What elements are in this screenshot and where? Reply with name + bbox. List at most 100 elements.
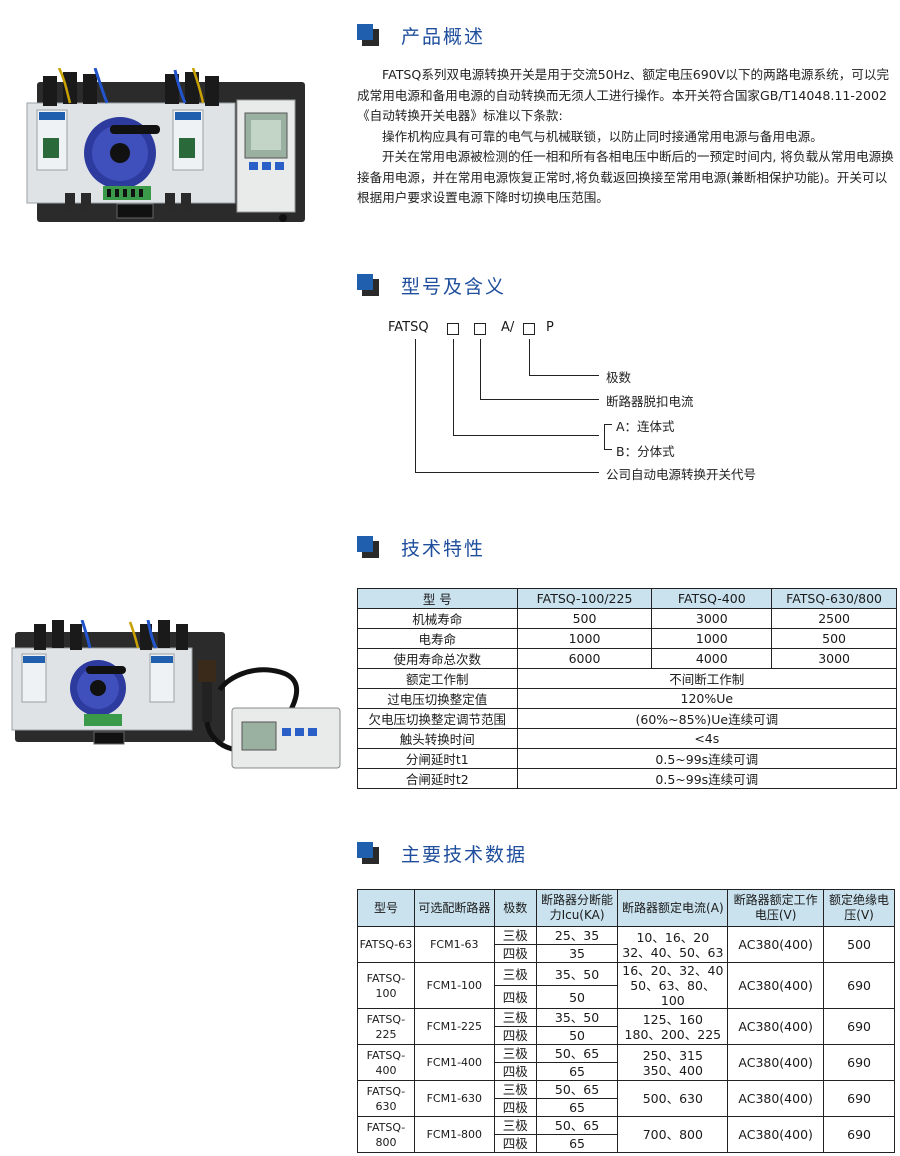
features-cell: 6000	[516, 648, 653, 669]
current-cell: 700、800	[617, 1116, 729, 1153]
data-cell: 三极	[493, 1080, 537, 1099]
placeholder-box-poles	[523, 323, 535, 335]
data-cell: 25、35	[535, 926, 619, 945]
data-header-row: 型号 可选配断路器 极数 断路器分断能力Icu(KA) 断路器额定电流(A) 断…	[357, 889, 895, 927]
connector-type-h	[453, 435, 599, 437]
data-header-cell: 极数	[493, 889, 537, 927]
square-bullet-icon	[357, 274, 379, 296]
voltage-cell: AC380(400)	[727, 1044, 825, 1081]
features-table: 型 号 FATSQ-100/225 FATSQ-400 FATSQ-630/80…	[357, 588, 898, 789]
features-cell: 电寿命	[357, 628, 518, 649]
insulation-cell: 690	[823, 1008, 895, 1045]
features-header-cell: FATSQ-630/800	[771, 588, 897, 609]
model-cell: FATSQ-225	[357, 1008, 415, 1045]
connector-poles-h	[529, 375, 599, 377]
data-cell: 三极	[493, 926, 537, 945]
current-cell: 16、20、32、40 50、63、80、100	[617, 962, 729, 1009]
model-separator: A/	[501, 320, 515, 335]
voltage-cell: AC380(400)	[727, 1080, 825, 1117]
connector-prefix-v	[415, 339, 417, 473]
model-cell: FATSQ-400	[357, 1044, 415, 1081]
product-image-integrated	[26, 68, 305, 222]
connector-prefix-h	[415, 472, 599, 474]
features-cell: 合闸延时t2	[357, 768, 518, 789]
label-type-b: B：分体式	[616, 444, 675, 459]
features-cell: 500	[771, 628, 897, 649]
data-cell: 50、65	[535, 1080, 619, 1099]
model-suffix: P	[546, 320, 554, 335]
insulation-cell: 690	[823, 1044, 895, 1081]
breaker-cell: FCM1-400	[413, 1044, 495, 1081]
features-header-row: 型 号 FATSQ-100/225 FATSQ-400 FATSQ-630/80…	[357, 588, 897, 609]
data-header-cell: 额定绝缘电压(V)	[823, 889, 895, 927]
overview-title: 产品概述	[401, 25, 486, 48]
current-cell: 500、630	[617, 1080, 729, 1117]
data-cell: 四极	[493, 944, 537, 963]
data-cell: 三极	[493, 1116, 537, 1135]
data-cell: 50、65	[535, 1116, 619, 1135]
overview-text: FATSQ系列双电源转换开关是用于交流50Hz、额定电压690V以下的两路电源系…	[357, 65, 897, 209]
features-cell: 500	[516, 608, 653, 629]
connector-poles-v	[529, 339, 531, 376]
model-prefix: FATSQ	[388, 320, 429, 335]
features-header-cell: 型 号	[357, 588, 518, 609]
placeholder-box-type	[447, 323, 459, 335]
data-header-cell: 断路器额定电流(A)	[617, 889, 729, 927]
features-cell: 3000	[651, 608, 773, 629]
features-cell: 3000	[771, 648, 897, 669]
data-cell: 四极	[493, 985, 537, 1009]
features-row: 触头转换时间 <4s	[357, 728, 898, 749]
data-cell: 四极	[493, 1062, 537, 1081]
features-cell: 4000	[651, 648, 773, 669]
label-type-a: A：连体式	[616, 419, 675, 434]
insulation-cell: 690	[823, 1080, 895, 1117]
data-cell: 四极	[493, 1098, 537, 1117]
square-bullet-icon	[357, 24, 379, 46]
voltage-cell: AC380(400)	[727, 926, 825, 963]
overview-heading: 产品概述	[357, 20, 485, 50]
features-cell: <4s	[516, 728, 898, 749]
features-row: 电寿命 1000 1000 500	[357, 628, 897, 649]
label-company-code: 公司自动电源转换开关代号	[606, 467, 757, 482]
features-cell: 2500	[771, 608, 897, 629]
breaker-cell: FCM1-225	[413, 1008, 495, 1045]
data-cell: 35	[535, 944, 619, 963]
data-cell: 35、50	[535, 1008, 619, 1027]
features-row: 分闸延时t1 0.5~99s连续可调	[357, 748, 898, 769]
breaker-cell: FCM1-100	[413, 962, 495, 1009]
model-cell: FATSQ-63	[357, 926, 415, 963]
data-cell: 三极	[493, 1044, 537, 1063]
features-cell: 1000	[516, 628, 653, 649]
label-poles: 极数	[606, 370, 632, 385]
voltage-cell: AC380(400)	[727, 1116, 825, 1153]
features-cell: 1000	[651, 628, 773, 649]
features-cell: 分闸延时t1	[357, 748, 518, 769]
data-cell: 50、65	[535, 1044, 619, 1063]
connector-current-h	[480, 399, 599, 401]
features-cell: 使用寿命总次数	[357, 648, 518, 669]
type-bracket-top	[604, 424, 612, 426]
features-cell: (60%~85%)Ue连续可调	[516, 708, 898, 729]
product-image-separate	[11, 620, 341, 769]
features-title: 技术特性	[401, 537, 486, 560]
data-cell: 四极	[493, 1134, 537, 1153]
insulation-cell: 500	[823, 926, 895, 963]
data-cell: 65	[535, 1062, 619, 1081]
features-row: 过电压切换整定值 120%Ue	[357, 688, 898, 709]
data-cell: 65	[535, 1134, 619, 1153]
model-cell: FATSQ-630	[357, 1080, 415, 1117]
features-cell: 欠电压切换整定调节范围	[357, 708, 518, 729]
type-bracket-bottom	[604, 449, 612, 451]
model-cell: FATSQ-100	[357, 962, 415, 1009]
features-cell: 触头转换时间	[357, 728, 518, 749]
features-cell: 不间断工作制	[516, 668, 898, 689]
data-header-cell: 可选配断路器	[413, 889, 495, 927]
